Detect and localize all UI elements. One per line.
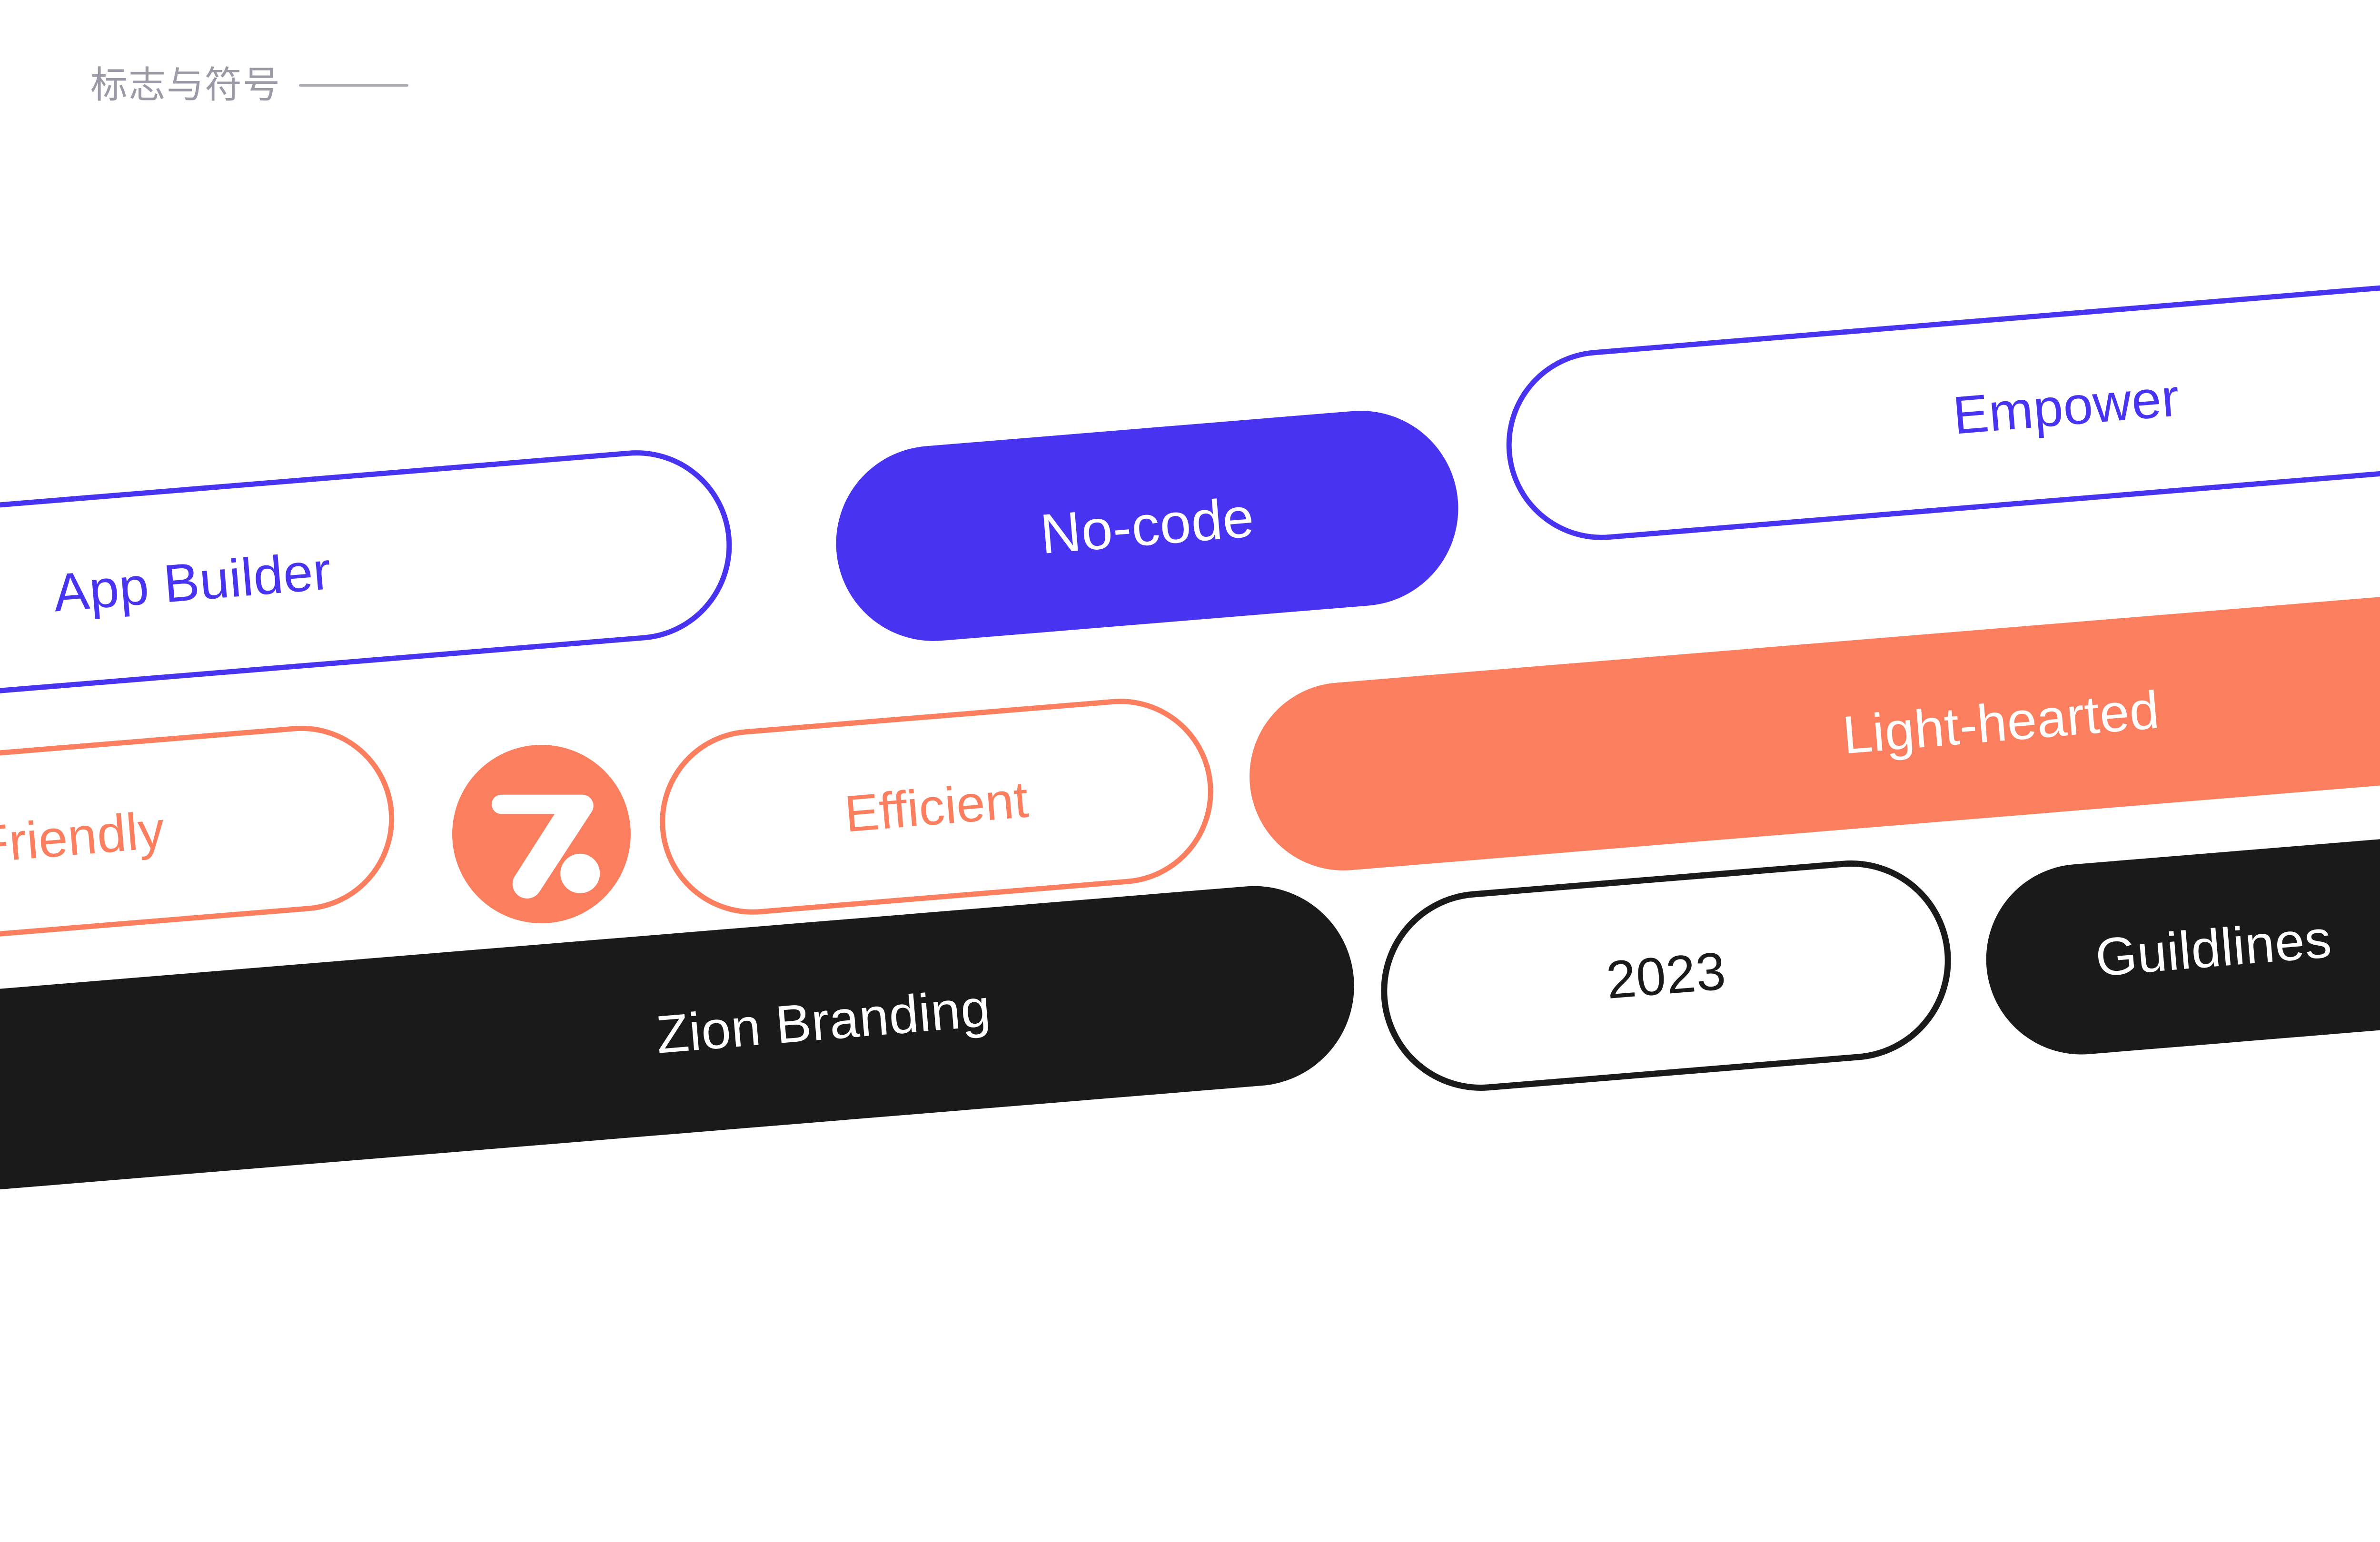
pill-empower[interactable]: Empower (1498, 233, 2380, 548)
pill-zion-branding[interactable]: Zion Branding (0, 878, 1362, 1216)
pill-label: No-code (1038, 485, 1257, 566)
pill-label: Light-hearted (1840, 679, 2162, 765)
page-header: 标志与符号 functorz.com (0, 0, 2380, 143)
pill-light-hearted[interactable]: Light-hearted (1242, 557, 2380, 878)
pill-label: App Builder (51, 541, 334, 623)
pill-friendly[interactable]: Friendly (0, 718, 402, 962)
pill-label: Guildlines (2093, 909, 2334, 988)
pill-label: Efficient (842, 770, 1031, 843)
header-left-group: 标志与符号 (90, 64, 409, 107)
pill-label: Friendly (0, 800, 167, 874)
zion-logo-icon[interactable] (452, 745, 631, 923)
pill-app-builder[interactable]: App Builder (0, 443, 740, 709)
pill-guildlines[interactable]: Guildlines (1978, 794, 2380, 1062)
pill-label: Empower (1951, 367, 2182, 445)
pill-year-2023[interactable]: 2023 (1373, 852, 1959, 1099)
horizontal-rule-icon (299, 84, 409, 87)
page-title: 标志与符号 (90, 64, 281, 107)
pill-label: Zion Branding (654, 978, 993, 1065)
pill-no-code[interactable]: No-code (828, 403, 1466, 649)
pill-efficient[interactable]: Efficient (652, 691, 1221, 922)
pill-label: 2023 (1604, 940, 1728, 1010)
